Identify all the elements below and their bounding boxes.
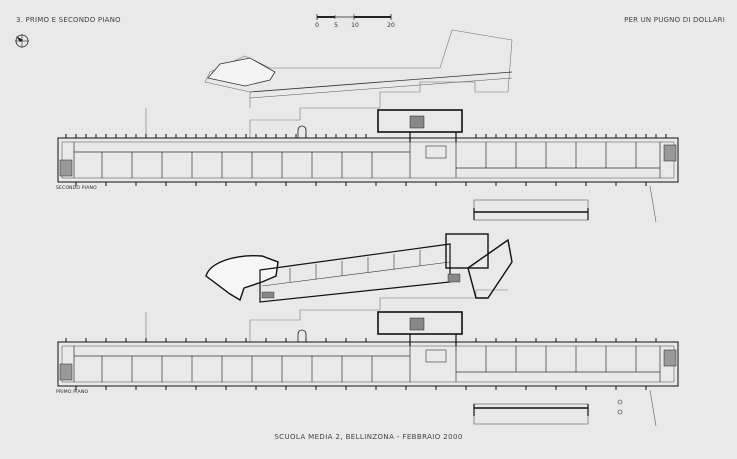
project-motto: PER UN PUGNO DI DOLLARI xyxy=(624,16,725,24)
first-floor-label: PRIMO PIANO xyxy=(56,390,89,395)
north-arrow-icon xyxy=(15,34,29,48)
scale-tick-5: 5 xyxy=(334,22,338,29)
upper-wing-first-floor xyxy=(205,233,513,303)
second-floor-plan xyxy=(57,109,679,223)
scale-tick-10: 10 xyxy=(351,22,359,29)
sheet-title: 3. PRIMO E SECONDO PIANO xyxy=(16,16,121,24)
second-floor-label: SECONDO PIANO xyxy=(56,186,97,191)
scale-tick-20: 20 xyxy=(387,22,395,29)
sheet-caption: SCUOLA MEDIA 2, BELLINZONA - FEBBRAIO 20… xyxy=(274,433,463,441)
scale-bar xyxy=(316,14,392,20)
first-floor-plan xyxy=(57,311,679,427)
scale-tick-0: 0 xyxy=(315,22,319,29)
site-outline-upper xyxy=(145,29,513,139)
